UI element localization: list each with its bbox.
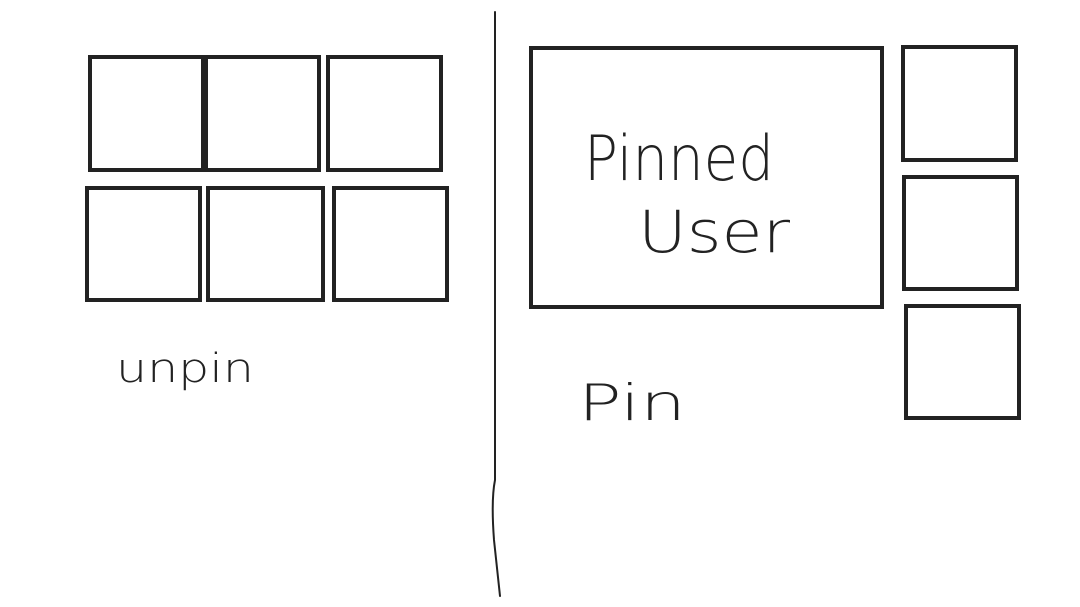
unpin-tile xyxy=(204,55,321,172)
unpin-tile xyxy=(326,55,443,172)
unpin-tile xyxy=(88,55,205,172)
pin-label: Pin xyxy=(578,374,686,432)
pinned-user-text-line1: Pinned xyxy=(584,122,774,195)
pinned-user-text-line2: User xyxy=(638,198,790,266)
unpin-label: unpin xyxy=(116,346,254,392)
pin-panel: Pinned User Pin xyxy=(529,45,1021,432)
unpin-tile xyxy=(332,186,449,302)
side-tile xyxy=(901,45,1018,162)
side-tile xyxy=(902,175,1019,291)
unpin-tile xyxy=(206,186,325,302)
unpin-panel: unpin xyxy=(85,55,449,392)
pinned-user-tile xyxy=(529,46,884,309)
unpin-tile xyxy=(85,186,202,302)
panel-divider xyxy=(491,11,501,597)
side-tile xyxy=(904,304,1021,420)
